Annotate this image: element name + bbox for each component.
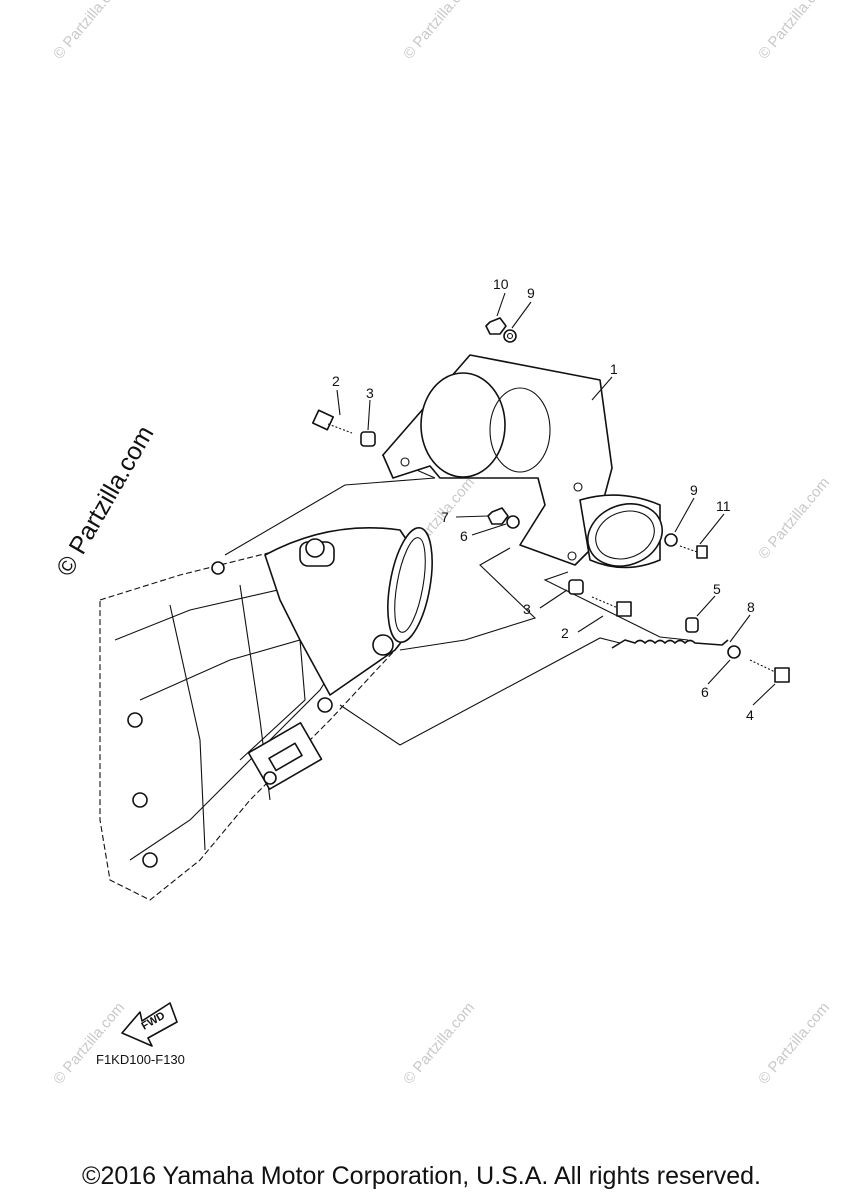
watermark-bottom-right: © Partzilla.com — [755, 999, 833, 1087]
callout-10: 10 — [493, 276, 509, 292]
callout-2-low: 2 — [561, 625, 569, 641]
part-3-collar-low — [568, 579, 584, 595]
callout-7: 7 — [441, 509, 449, 525]
part-2-bolt-low — [591, 596, 632, 617]
part-1-intake-duct — [382, 354, 663, 569]
pump-housing-context — [99, 526, 433, 901]
part-11-bolt-right — [679, 545, 708, 559]
callout-3-low: 3 — [523, 601, 531, 617]
fwd-arrow: FWD — [121, 1002, 178, 1047]
callout-8: 8 — [747, 599, 755, 615]
callout-3-top: 3 — [366, 385, 374, 401]
callout-4: 4 — [746, 707, 754, 723]
callout-2-top: 2 — [332, 373, 340, 389]
watermark-top-right: © Partzilla.com — [755, 0, 833, 63]
part-2-bolt-top — [311, 409, 353, 434]
watermark-side: © Partzilla.com — [51, 421, 159, 581]
copyright-notice: ©2016 Yamaha Motor Corporation, U.S.A. A… — [82, 1162, 761, 1190]
part-9-washer-top — [503, 329, 517, 343]
callout-1: 1 — [610, 361, 618, 377]
part-8-spring — [611, 639, 729, 649]
callout-11: 11 — [716, 498, 731, 514]
watermark-bottom-left: © Partzilla.com — [50, 999, 128, 1087]
watermark-top-left: © Partzilla.com — [50, 0, 128, 63]
callout-6-mid: 6 — [460, 528, 468, 544]
small-parts — [311, 317, 790, 683]
watermark-top-center: © Partzilla.com — [400, 0, 478, 63]
part-6-washer-mid — [506, 515, 520, 529]
part-5-collar — [685, 617, 699, 633]
faint-watermarks: © Partzilla.com © Partzilla.com © Partzi… — [50, 0, 833, 1088]
callout-numbers: 10 9 1 2 3 9 11 7 6 5 8 3 2 6 4 — [332, 276, 755, 723]
part-7-nut — [487, 507, 509, 525]
callout-leaders — [336, 292, 776, 706]
callout-5: 5 — [713, 581, 721, 597]
callout-6-low: 6 — [701, 684, 709, 700]
part-9-washer-right — [664, 533, 678, 547]
part-3-collar-top — [360, 431, 376, 447]
callout-9-top: 9 — [527, 285, 535, 301]
watermark-mid-right: © Partzilla.com — [755, 474, 833, 562]
part-10-nut — [485, 317, 507, 335]
part-4-bolt — [749, 659, 790, 683]
part-6-washer-low — [727, 645, 741, 659]
watermark-bottom-center: © Partzilla.com — [400, 999, 478, 1087]
callout-9-right: 9 — [690, 482, 698, 498]
diagram-code: F1KD100-F130 — [96, 1052, 185, 1067]
